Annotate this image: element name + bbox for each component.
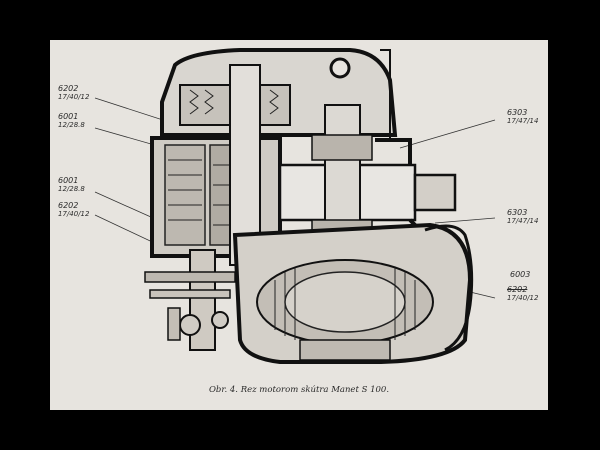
engine-cross-section-drawing [50,40,548,410]
bearing-label: 6001 12/28.8 [58,176,85,194]
bearing-part-number: 6303 [507,108,528,117]
bearing-part-number: 6003 [510,270,531,279]
bearing-dimensions: 17/40/12 [58,210,90,218]
bearing-dimensions: 17/47/14 [507,117,539,125]
bearing-part-number: 6202 [58,84,79,93]
bearing-label: 6303 17/47/14 [507,208,538,226]
bearing-part-number: 6001 [58,112,79,121]
bearing-dimensions: 17/40/12 [58,93,90,101]
bearing-dimensions: 12/28.8 [58,185,85,193]
bearing-label: 6202 17/40/12 [58,84,89,102]
bearing-part-number: 6202 [507,285,528,294]
bearing-part-number: 6303 [507,208,528,217]
bearing-part-number: 6001 [58,176,79,185]
bearing-label: 6202 17/40/12 [507,285,538,303]
bearing-dimensions: 17/40/12 [507,294,539,302]
bearing-dimensions: 12/28.8 [58,121,85,129]
figure-caption: Obr. 4. Rez motorom skútra Manet S 100. [208,385,390,395]
bearing-dimensions: 17/47/14 [507,217,539,225]
bearing-label: 6202 17/40/12 [58,201,89,219]
bearing-part-number: 6202 [58,201,79,210]
bearing-label: 6303 17/47/14 [507,108,538,126]
bearing-label: 6003 [510,270,530,279]
bearing-label: 6001 12/28.8 [58,112,85,130]
scanned-page: 6202 17/40/12 6001 12/28.8 6001 12/28.8 … [50,40,548,410]
